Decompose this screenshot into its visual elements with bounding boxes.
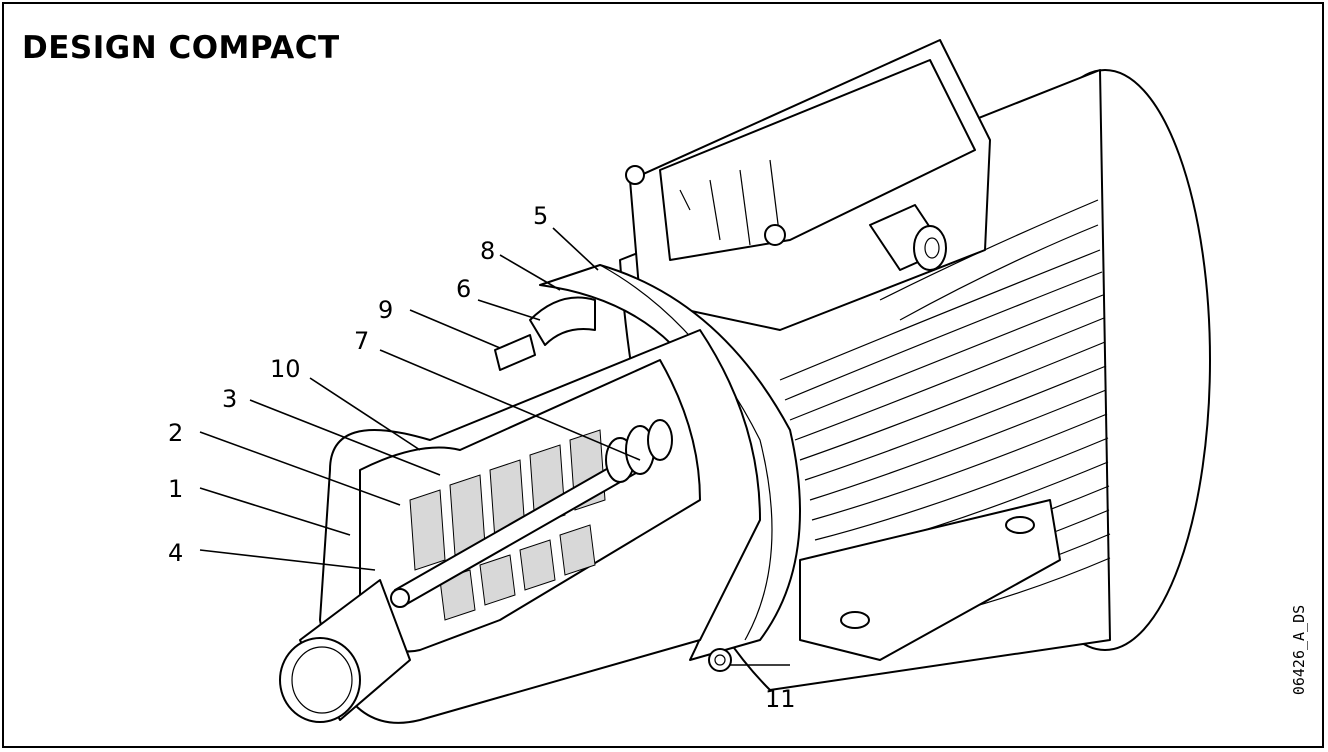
callout-6: 6 xyxy=(456,275,471,303)
callout-1: 1 xyxy=(168,475,183,503)
impeller-stages xyxy=(409,429,606,621)
callout-7: 7 xyxy=(354,327,369,355)
callout-2: 2 xyxy=(168,419,183,447)
pump-casing xyxy=(319,296,761,724)
lid-screw xyxy=(764,224,786,246)
drain-plug xyxy=(708,648,732,672)
leader-lines xyxy=(199,227,790,666)
callout-8: 8 xyxy=(480,237,495,265)
callout-4: 4 xyxy=(168,539,183,567)
lid-screw xyxy=(625,165,645,185)
suction-pipe xyxy=(279,579,411,723)
callout-11: 11 xyxy=(765,685,796,713)
callout-9: 9 xyxy=(378,296,393,324)
terminal-box-lid xyxy=(659,59,976,261)
fill-port xyxy=(529,296,596,346)
priming-plug xyxy=(494,334,536,371)
page-title: DESIGN COMPACT xyxy=(22,30,340,66)
callout-3: 3 xyxy=(222,385,237,413)
callout-5: 5 xyxy=(533,202,548,230)
callouts: 1 2 3 4 5 6 7 8 9 10 11 xyxy=(168,202,796,713)
cable-gland-hole xyxy=(913,225,947,271)
callout-10: 10 xyxy=(270,355,301,383)
drawing-code: 06426_A_DS xyxy=(1290,604,1308,696)
suction-opening xyxy=(279,637,361,723)
